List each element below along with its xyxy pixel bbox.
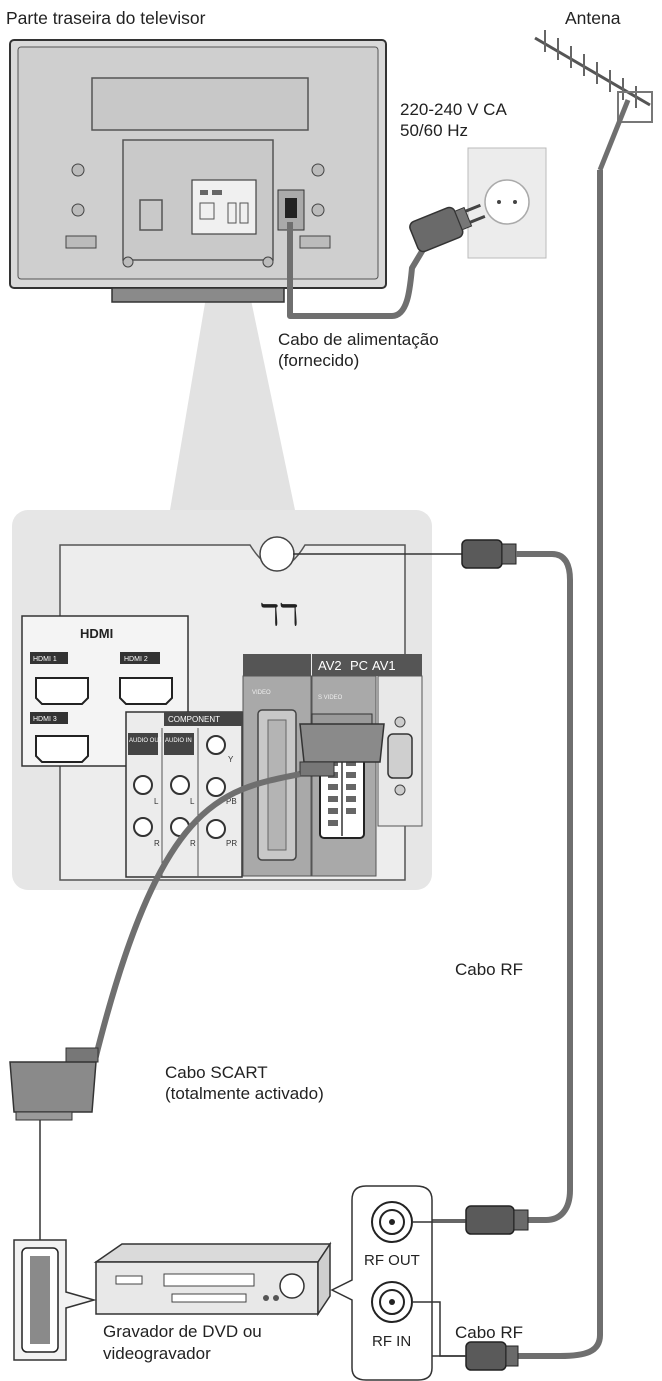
av2-svideo-label: S VIDEO: [318, 695, 343, 701]
scart-cable: [92, 771, 301, 1061]
hdmi2-label: HDMI 2: [124, 656, 148, 663]
power-cable-note: (fornecido): [278, 351, 360, 370]
hdmi1-label: HDMI 1: [33, 656, 57, 663]
power-cable: [287, 222, 427, 319]
recorder-label-line1: Gravador de DVD ou: [103, 1322, 262, 1341]
scart-plug-tv: [299, 713, 385, 777]
scart-cable-label: Cabo SCART: [165, 1063, 268, 1082]
frequency-label: 50/60 Hz: [400, 121, 469, 140]
antenna-icon: [534, 30, 653, 171]
rf-cable-label-bottom: Cabo RF: [455, 1323, 524, 1342]
power-plug: [409, 203, 486, 253]
rf-in-label: RF IN: [372, 1333, 412, 1350]
pb-label: PB: [226, 797, 237, 806]
hdmi-logo: HDMI: [80, 626, 113, 641]
scart-cable-note: (totalmente activado): [165, 1084, 324, 1103]
tv-rear-label: Parte traseira do televisor: [6, 8, 206, 28]
rear-panel-zoom: ℸℸ HDMI HDMI 1 HDMI 2 HDMI 3 COMPONENT A…: [12, 510, 432, 890]
recorder-rf-panel: [330, 1185, 433, 1381]
rf-connector-rfout: [465, 1205, 529, 1235]
av2-label: AV2: [318, 658, 342, 673]
r-in-label: R: [190, 839, 196, 848]
dvd-recorder-icon: [93, 1241, 332, 1317]
rf-out-label: RF OUT: [364, 1252, 420, 1269]
y-label: Y: [228, 755, 234, 764]
svg-text:ℸℸ: ℸℸ: [260, 599, 299, 632]
pc-label: PC: [350, 658, 368, 673]
voltage-label: 220-240 V CA: [400, 100, 507, 119]
rf-connector-rfin: [465, 1341, 519, 1371]
av-video-label: VIDEO: [252, 690, 271, 696]
tv-rear: [9, 39, 387, 303]
recorder-label-line2: videogravador: [103, 1344, 211, 1363]
hdmi3-label: HDMI 3: [33, 716, 57, 723]
pr-label: PR: [226, 839, 237, 848]
power-cable-label: Cabo de alimentação: [278, 330, 439, 349]
component-label: COMPONENT: [168, 715, 220, 724]
rf-connector-top: [461, 539, 517, 569]
antenna-cable: [518, 170, 603, 1359]
recorder-scart-zoom: [13, 1239, 97, 1361]
audio-in-label: AUDIO IN: [165, 738, 192, 744]
r-out-label: R: [154, 839, 160, 848]
av1-label: AV1: [372, 658, 396, 673]
power-outlet: [467, 147, 547, 259]
zoom-callout: [170, 238, 295, 510]
audio-out-label: AUDIO OUT: [129, 738, 163, 744]
l-in-label: L: [190, 797, 195, 806]
antenna-label: Antena: [565, 8, 621, 28]
l-out-label: L: [154, 797, 159, 806]
rf-cable-label-top: Cabo RF: [455, 960, 524, 979]
scart-plug-recorder: [9, 1047, 99, 1121]
rf-cable-loop: [516, 551, 573, 1223]
